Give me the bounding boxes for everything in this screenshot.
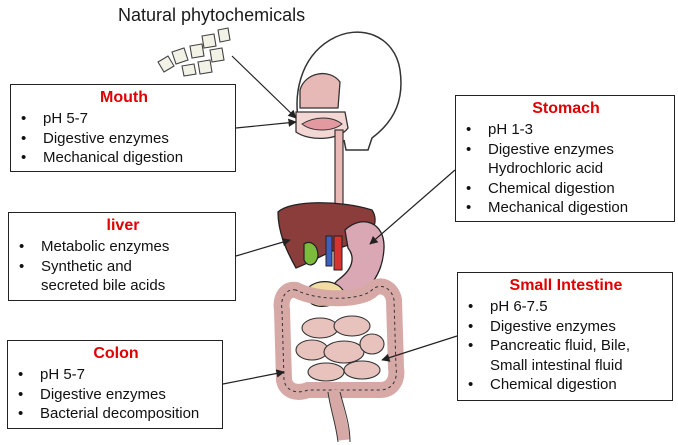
list-item-continuation: Hydrochloric acid bbox=[464, 159, 668, 179]
small-intestine-heading: Small Intestine bbox=[466, 277, 666, 295]
small-intestine-organ bbox=[296, 316, 384, 381]
list-item: Synthetic and bbox=[17, 257, 229, 277]
list-item: pH 5-7 bbox=[16, 365, 216, 385]
mouth-list: pH 5-7 Digestive enzymes Mechanical dige… bbox=[19, 109, 229, 168]
list-item: Digestive enzymes bbox=[464, 140, 668, 160]
gallbladder-organ bbox=[304, 243, 318, 265]
liver-list: Metabolic enzymes Synthetic and secreted… bbox=[17, 237, 229, 296]
arrow-colon bbox=[223, 372, 284, 384]
colon-info-box: Colon pH 5-7 Digestive enzymes Bacterial… bbox=[7, 340, 223, 429]
small-intestine-list: pH 6-7.5 Digestive enzymes Pancreatic fl… bbox=[466, 297, 666, 395]
diagram-title: Natural phytochemicals bbox=[118, 5, 305, 26]
blood-vessel-red bbox=[334, 236, 342, 270]
list-item: Digestive enzymes bbox=[19, 129, 229, 149]
list-item: Chemical digestion bbox=[464, 179, 668, 199]
blood-vessel-blue bbox=[326, 236, 332, 266]
list-item: Metabolic enzymes bbox=[17, 237, 229, 257]
list-item: Chemical digestion bbox=[466, 375, 666, 395]
colon-list: pH 5-7 Digestive enzymes Bacterial decom… bbox=[16, 365, 216, 424]
arrow-stomach bbox=[370, 170, 455, 244]
list-item: Digestive enzymes bbox=[16, 385, 216, 405]
liver-info-box: liver Metabolic enzymes Synthetic and se… bbox=[8, 212, 236, 301]
colon-heading: Colon bbox=[16, 345, 216, 363]
mouth-info-box: Mouth pH 5-7 Digestive enzymes Mechanica… bbox=[10, 84, 236, 172]
phytochemical-crystals bbox=[158, 28, 230, 76]
list-item: Pancreatic fluid, Bile, bbox=[466, 336, 666, 356]
arrow-liver bbox=[236, 240, 290, 256]
list-item: pH 5-7 bbox=[19, 109, 229, 129]
list-item-continuation: secreted bile acids bbox=[17, 276, 229, 296]
list-item: Mechanical digestion bbox=[464, 198, 668, 218]
arrow-mouth bbox=[236, 122, 296, 128]
stomach-info-box: Stomach pH 1-3 Digestive enzymes Hydroch… bbox=[455, 95, 675, 222]
stomach-list: pH 1-3 Digestive enzymes Hydrochloric ac… bbox=[464, 120, 668, 218]
list-item: Bacterial decomposition bbox=[16, 404, 216, 424]
mouth-heading: Mouth bbox=[19, 89, 229, 107]
small-intestine-info-box: Small Intestine pH 6-7.5 Digestive enzym… bbox=[457, 272, 673, 401]
arrow-phyto-to-mouth bbox=[232, 56, 296, 118]
list-item: Digestive enzymes bbox=[466, 317, 666, 337]
list-item: Mechanical digestion bbox=[19, 148, 229, 168]
stomach-heading: Stomach bbox=[464, 100, 668, 118]
list-item: pH 1-3 bbox=[464, 120, 668, 140]
list-item-continuation: Small intestinal fluid bbox=[466, 356, 666, 376]
liver-heading: liver bbox=[17, 217, 229, 235]
list-item: pH 6-7.5 bbox=[466, 297, 666, 317]
nasal-cavity bbox=[300, 74, 340, 108]
